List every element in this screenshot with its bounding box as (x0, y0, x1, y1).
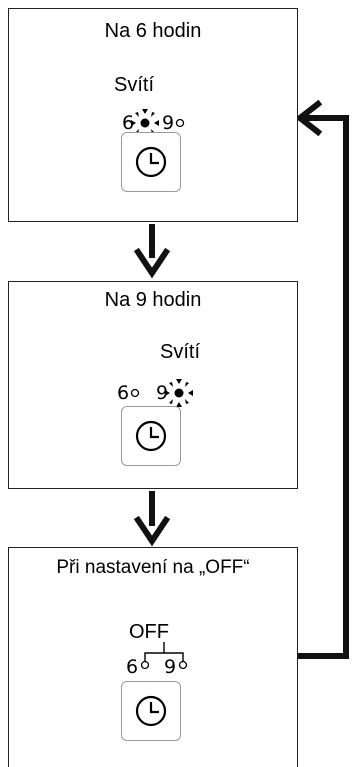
unlit-indicator-icon (130, 388, 140, 398)
arrow-down-icon (133, 491, 171, 547)
timer-indicators: 6 9 (117, 379, 193, 407)
unlit-indicator-icon (175, 118, 185, 128)
status-label: OFF (129, 621, 169, 643)
timer-button[interactable] (121, 132, 181, 192)
loop-arrow (295, 99, 349, 659)
timer-button[interactable] (121, 406, 181, 466)
panel-off: Při nastavení na „OFF“ OFF 6 9 (8, 547, 298, 767)
clock-icon (135, 695, 167, 727)
timer-indicators: 6 9 (122, 109, 185, 137)
timer-indicators: 6 9 (126, 642, 188, 678)
label-6: 6 (126, 656, 138, 678)
unlit-indicator-icon (178, 660, 188, 670)
panel-title: Na 6 hodin (104, 20, 202, 42)
label-9: 9 (164, 656, 176, 678)
label-6: 6 (117, 382, 129, 404)
label-9: 9 (162, 112, 174, 134)
panel-title: Při nastavení na „OFF“ (56, 557, 250, 578)
lit-indicator-icon (131, 109, 159, 137)
status-label: Svítí (114, 74, 155, 96)
panel-title: Na 9 hodin (104, 289, 202, 311)
label-6: 6 (122, 112, 134, 134)
clock-icon (135, 146, 167, 178)
status-label: Svítí (160, 341, 201, 363)
timer-button[interactable] (121, 681, 181, 741)
panel-9-hours: Na 9 hodin Svítí 6 9 (8, 281, 298, 489)
unlit-indicator-icon (140, 660, 150, 670)
arrow-down-icon (133, 224, 171, 279)
clock-icon (135, 420, 167, 452)
arrow-left-icon (295, 99, 323, 137)
panel-6-hours: Na 6 hodin Svítí 6 9 (8, 8, 298, 222)
lit-indicator-icon (165, 379, 193, 407)
label-9: 9 (156, 382, 168, 404)
